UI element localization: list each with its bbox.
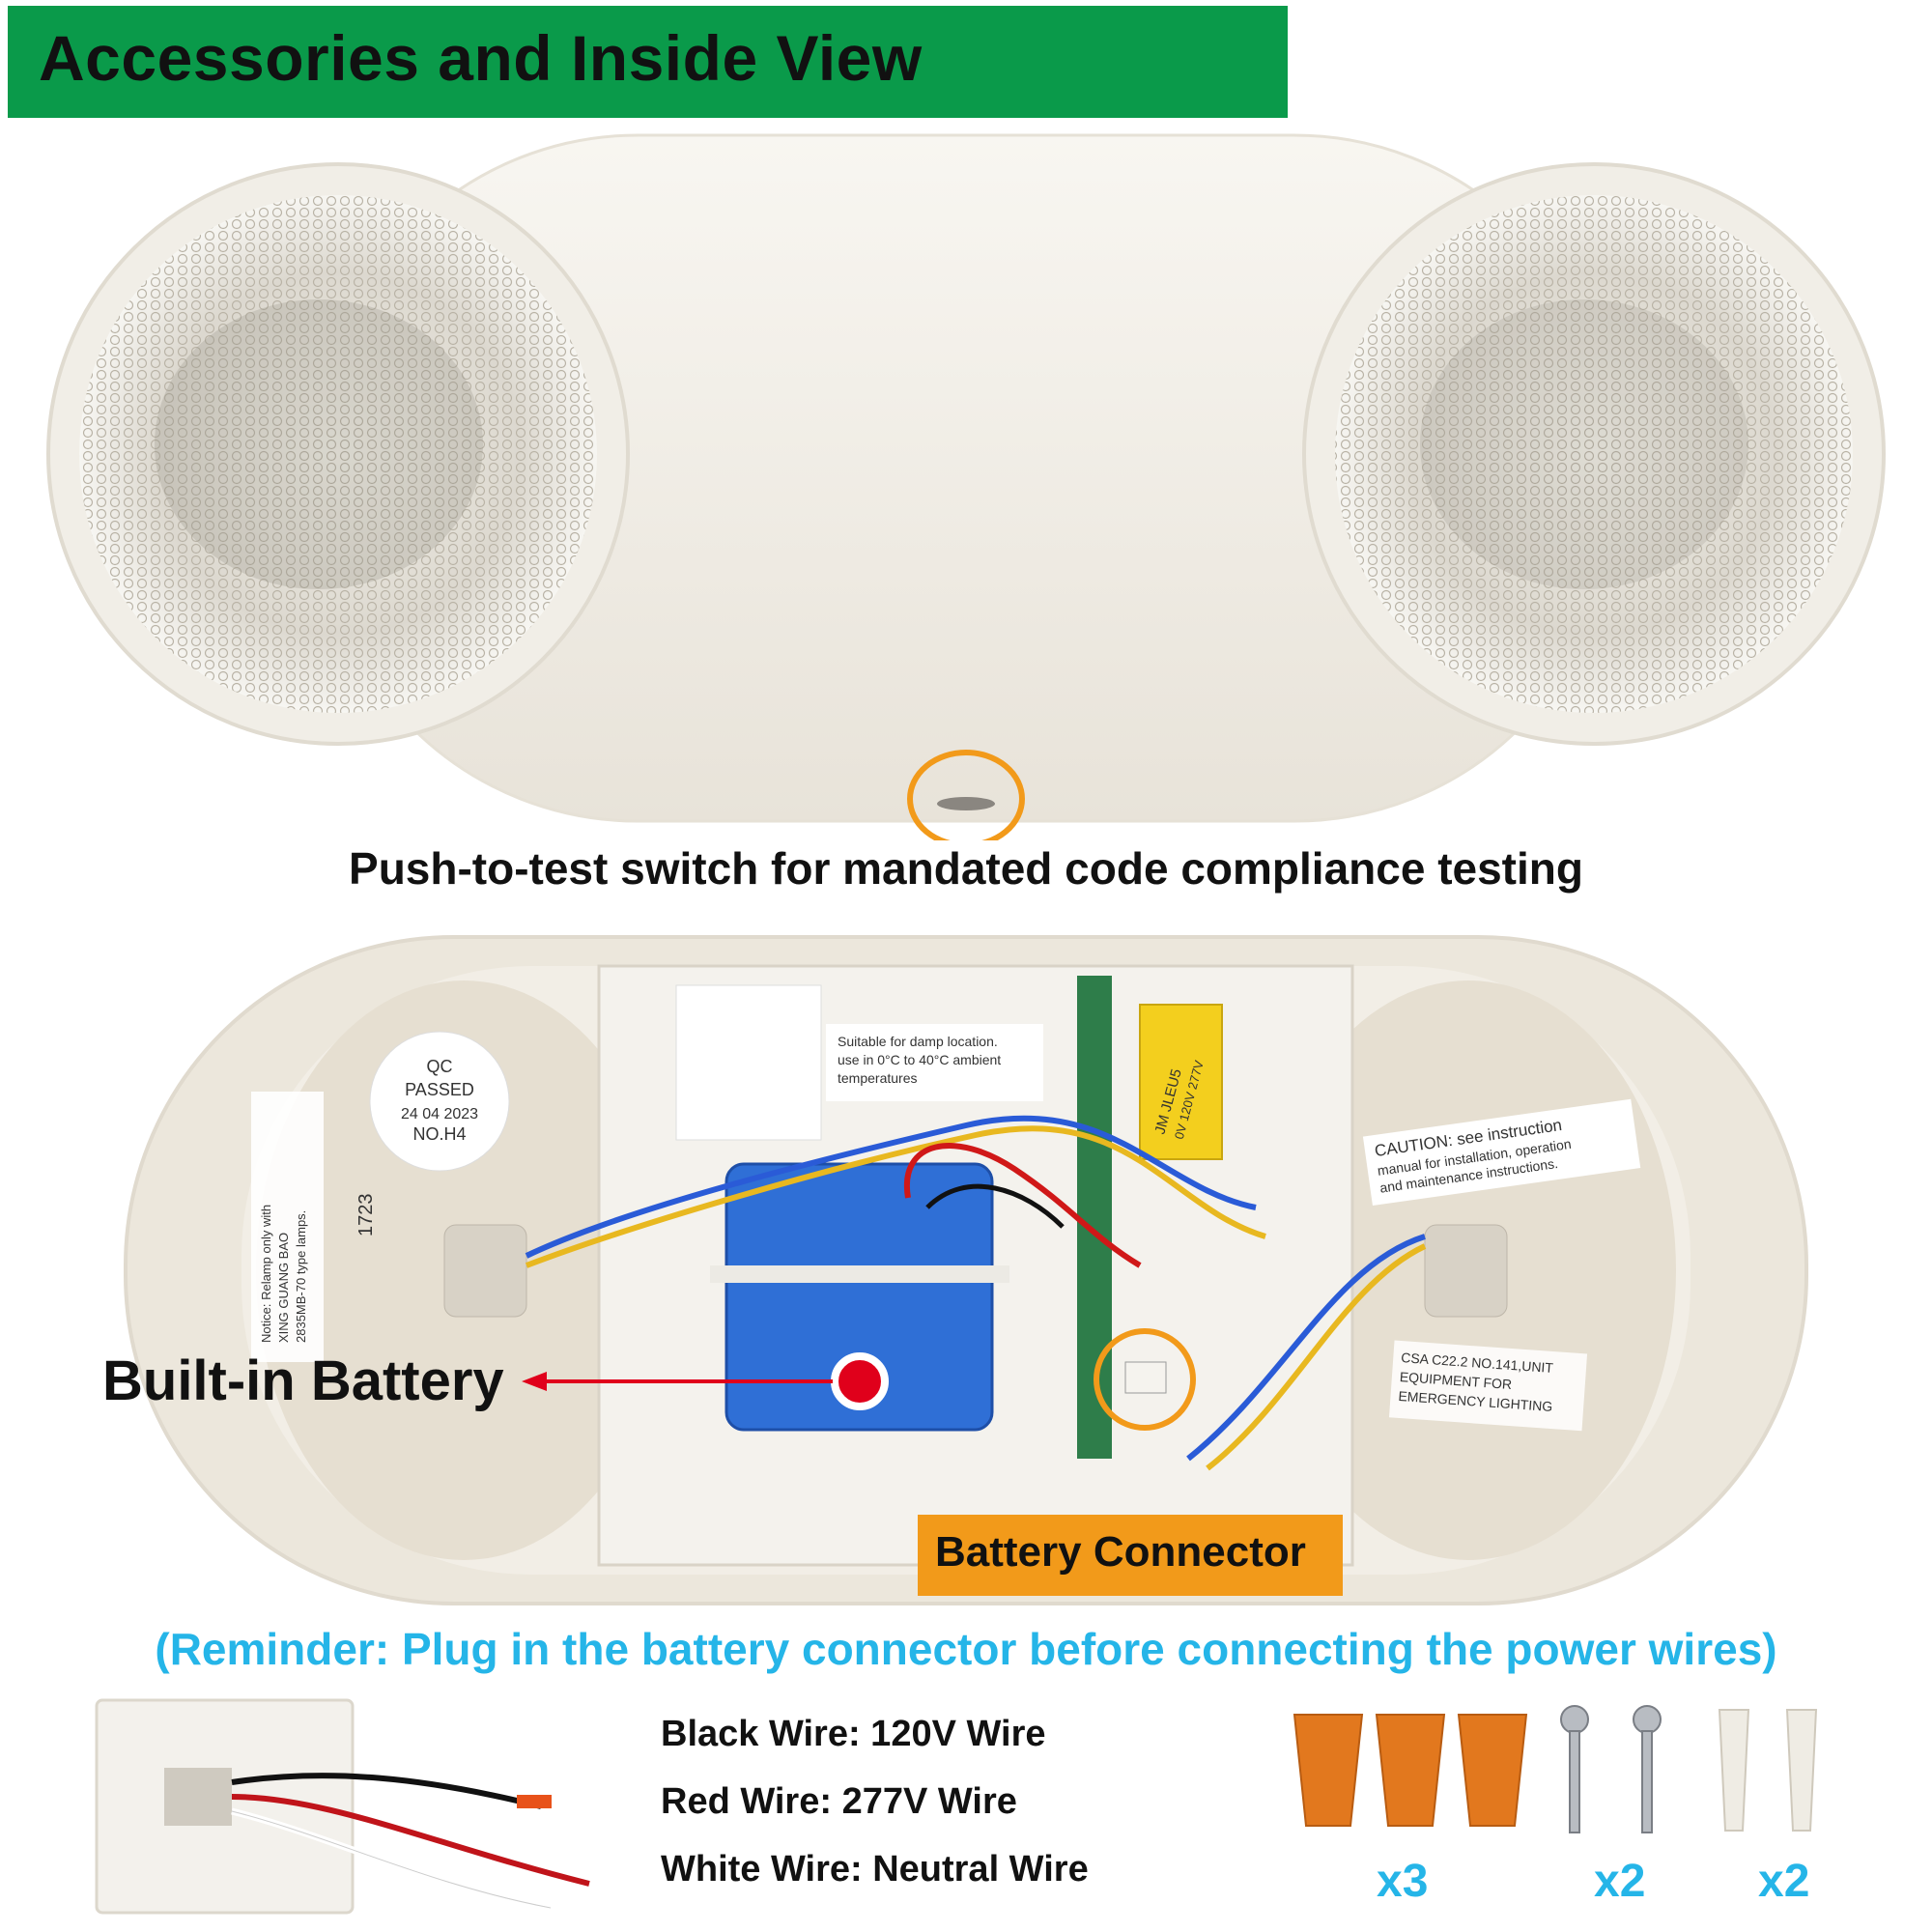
title-banner: [8, 6, 1288, 118]
svg-text:1723: 1723: [355, 1194, 377, 1237]
relamp-line: Notice: Relamp only with: [259, 1205, 273, 1343]
svg-text:Suitable for damp location.: Suitable for damp location.: [838, 1034, 998, 1049]
push-test-switch-icon: [907, 750, 1025, 840]
wire-legend-black: Black Wire: 120V Wire: [661, 1714, 1046, 1754]
blue-wire: [525, 1115, 1257, 1259]
qc-line: NO.H4: [412, 1124, 466, 1144]
connector-label-box: [918, 1515, 1343, 1596]
anchor-icon: [1718, 1709, 1818, 1832]
wire-legend-red: Red Wire: 277V Wire: [661, 1781, 1017, 1822]
mounting-plate-with-wires: [95, 1698, 590, 1915]
date-code: 1723: [355, 1194, 377, 1237]
page-title: Accessories and Inside View: [39, 22, 923, 94]
battery-caution-label: [675, 984, 822, 1141]
reminder-text: (Reminder: Plug in the battery connector…: [155, 1624, 1777, 1674]
wire-nut-icon: [1293, 1714, 1528, 1827]
damp-label: Suitable for damp location. use in 0°C t…: [826, 1024, 1043, 1101]
black-wire: [925, 1183, 1065, 1229]
battery-connector-highlight: [1094, 1328, 1196, 1431]
csa-label: CSA C22.2 NO.141,UNIT EQUIPMENT FOR EMER…: [1388, 1340, 1588, 1432]
accessories-illustration: [1293, 1705, 1818, 1833]
wire-nut-qty: x3: [1377, 1856, 1429, 1907]
relamp-line: XING GUANG BAO: [276, 1233, 291, 1343]
qc-line: 24 04 2023: [401, 1106, 478, 1122]
battery-label: Built-in Battery: [102, 1350, 504, 1412]
battery-marker-icon: [831, 1352, 889, 1410]
white-lead: [231, 1810, 552, 1909]
relamp-notice: Notice: Relamp only with XING GUANG BAO …: [251, 1092, 324, 1362]
qc-line: QC: [427, 1057, 453, 1076]
svg-text:temperatures: temperatures: [838, 1070, 917, 1086]
red-wire: [903, 1143, 1142, 1268]
screw-qty: x2: [1594, 1856, 1646, 1907]
fixture-inside-view: QC PASSED 24 04 2023 NO.H4 Notice: Relam…: [124, 935, 1808, 1605]
qc-sticker: QC PASSED 24 04 2023 NO.H4: [369, 1031, 510, 1172]
svg-text:use in 0°C to 40°C ambient: use in 0°C to 40°C ambient: [838, 1052, 1001, 1067]
yellow-wire: [525, 1125, 1266, 1268]
cable-tie: [710, 1265, 1009, 1283]
fixture-front-view: [46, 133, 1886, 840]
qc-line: PASSED: [405, 1080, 474, 1099]
connector-label: Battery Connector: [935, 1528, 1306, 1576]
left-lamp-socket: [443, 1224, 527, 1318]
screw-icon: [1560, 1705, 1662, 1833]
anchor-qty: x2: [1758, 1856, 1810, 1907]
black-lead: [231, 1773, 542, 1809]
right-lamp-head: [1302, 162, 1886, 746]
left-lamp-head: [46, 162, 630, 746]
push-test-caption: Push-to-test switch for mandated code co…: [349, 843, 1583, 894]
right-lamp-socket: [1424, 1224, 1508, 1318]
transformer: JM JLEU5 0V 120V 277V: [1139, 1004, 1223, 1160]
wire-legend-white: White Wire: Neutral Wire: [661, 1849, 1089, 1889]
red-lead: [231, 1794, 590, 1887]
relamp-line: 2835MB-70 type lamps.: [294, 1210, 308, 1343]
